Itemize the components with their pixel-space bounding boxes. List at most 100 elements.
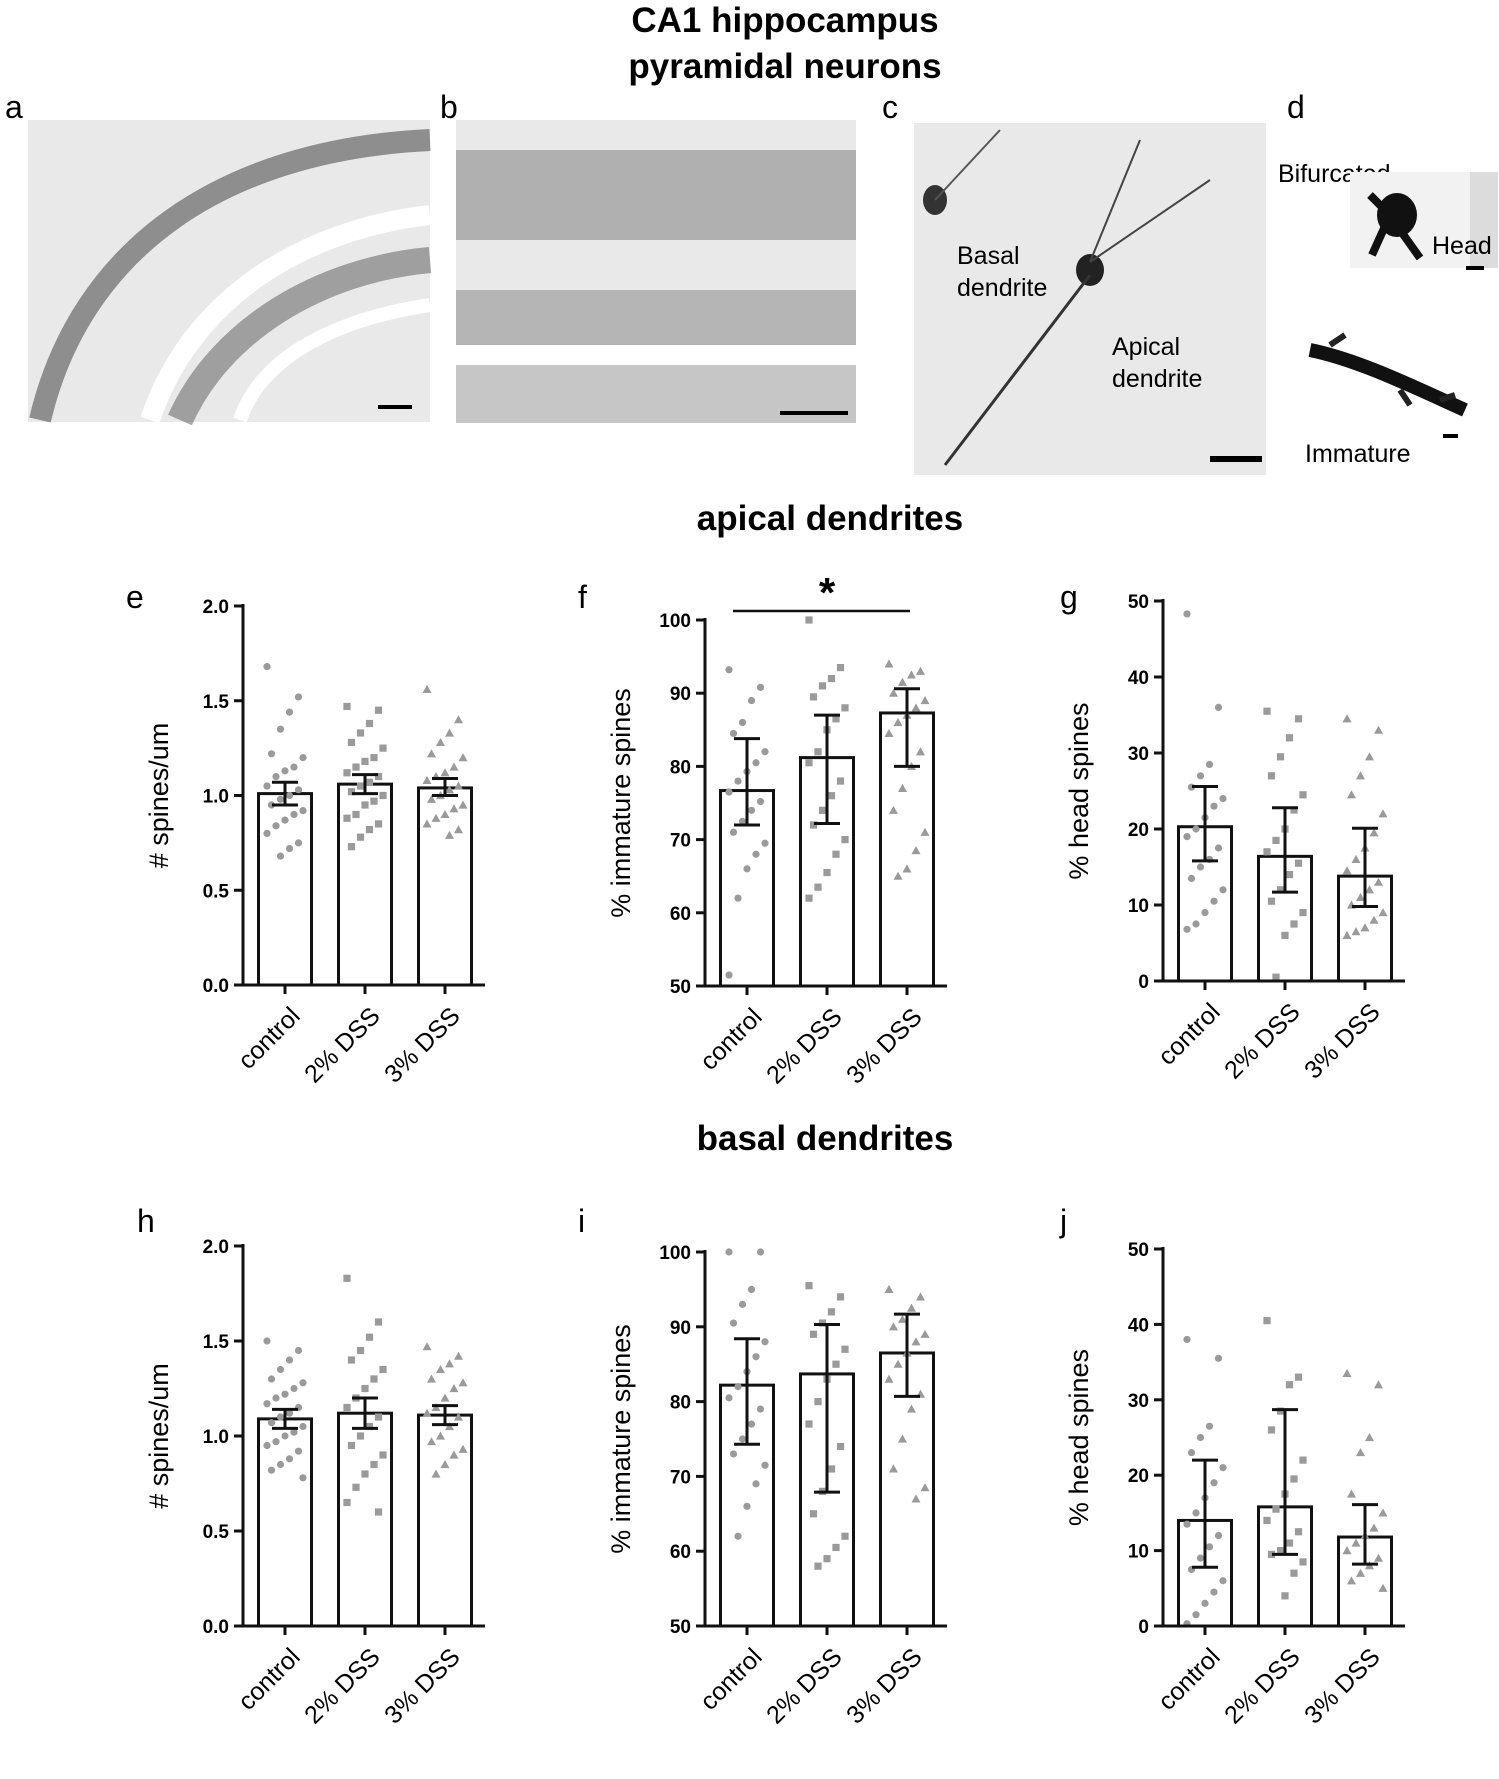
data-point <box>294 839 303 847</box>
data-point <box>347 1441 356 1450</box>
data-point <box>1276 1547 1285 1555</box>
data-point <box>365 826 374 834</box>
y-tick-label-j: 50 <box>1128 1240 1149 1261</box>
data-point <box>884 659 894 668</box>
data-point <box>884 1374 894 1383</box>
data-point <box>294 1447 303 1455</box>
data-point <box>827 674 836 683</box>
data-point <box>907 670 916 679</box>
data-point <box>365 778 374 786</box>
data-point <box>1299 791 1307 799</box>
data-point <box>449 1450 459 1459</box>
data-point <box>747 1420 756 1428</box>
points-e-2 <box>422 684 468 839</box>
panel-letter-b: b <box>440 89 458 125</box>
data-point <box>747 696 756 705</box>
data-point <box>294 1346 303 1355</box>
y-tick-label-h: 2.0 <box>203 1237 229 1258</box>
data-point <box>1267 1550 1276 1558</box>
data-point <box>281 767 289 775</box>
bar-h-0 <box>257 1417 313 1628</box>
data-point <box>1290 1475 1298 1483</box>
data-point <box>1210 1479 1218 1487</box>
x-tick-label-h: 3% DSS <box>379 1643 466 1730</box>
points-i-0 <box>725 1248 769 1540</box>
data-point <box>299 1379 307 1387</box>
figure-title-line1: CA1 hippocampus <box>631 1 938 40</box>
y-tick-label-i: 80 <box>670 1393 691 1414</box>
data-point <box>729 1319 738 1327</box>
scale-bar-a <box>378 405 412 409</box>
data-point <box>379 1365 387 1374</box>
data-point <box>370 1375 378 1383</box>
data-point <box>734 1383 742 1391</box>
data-point <box>272 822 280 830</box>
data-point <box>263 1400 271 1408</box>
data-point <box>1192 1509 1200 1517</box>
data-point <box>1356 892 1365 901</box>
data-point <box>1294 1373 1303 1381</box>
data-point <box>1205 760 1214 769</box>
y-axis-label-j: % head spines <box>1064 1349 1094 1526</box>
data-point <box>1342 1546 1352 1555</box>
error-bar-i-1 <box>814 1323 840 1494</box>
data-point <box>374 1413 383 1421</box>
data-point <box>272 772 280 781</box>
data-point <box>294 693 303 701</box>
data-point <box>449 804 459 813</box>
bar-j-0 <box>1177 1518 1233 1628</box>
panel-letter-f: f <box>578 579 587 615</box>
y-tick-label-f: 80 <box>670 757 691 778</box>
data-point <box>809 1510 818 1518</box>
data-point <box>454 715 463 724</box>
data-point <box>1347 1489 1356 1498</box>
data-point <box>276 1413 285 1421</box>
data-point <box>285 844 294 853</box>
label-basal-dendrite: dendrite <box>957 274 1047 302</box>
data-point <box>422 1342 432 1351</box>
data-point <box>356 1346 365 1355</box>
data-point <box>1263 707 1271 715</box>
data-point <box>756 797 765 806</box>
data-point <box>841 836 849 844</box>
data-point <box>285 708 294 716</box>
data-point <box>370 1460 378 1469</box>
data-point <box>445 728 454 737</box>
data-point <box>285 1409 294 1417</box>
data-point <box>1183 1520 1191 1528</box>
data-point <box>1205 1422 1214 1430</box>
data-point <box>1214 703 1223 712</box>
data-point <box>836 1293 845 1301</box>
data-point <box>1294 859 1303 867</box>
data-point <box>1347 1576 1356 1585</box>
data-point <box>738 718 747 727</box>
data-point <box>756 1405 765 1413</box>
data-point <box>752 1353 760 1361</box>
data-point <box>431 1469 441 1478</box>
data-point <box>272 1394 280 1402</box>
data-point <box>343 1274 351 1282</box>
data-point <box>889 805 898 814</box>
data-point <box>1360 923 1370 932</box>
data-point <box>836 663 845 672</box>
data-point <box>809 1330 818 1338</box>
y-tick-label-g: 0 <box>1138 972 1149 993</box>
bar-i-1 <box>799 1372 855 1628</box>
data-point <box>370 754 378 762</box>
data-point <box>832 1360 840 1368</box>
points-g-2 <box>1342 714 1388 939</box>
data-point <box>898 783 907 792</box>
data-point <box>893 1359 903 1368</box>
data-point <box>836 1442 845 1451</box>
y-tick-label-f: 50 <box>670 977 691 998</box>
data-point <box>1187 1448 1196 1457</box>
data-point <box>725 1394 733 1402</box>
data-point <box>356 782 365 790</box>
error-bar-i-0 <box>734 1337 760 1446</box>
data-point <box>1276 753 1285 761</box>
y-tick-label-i: 100 <box>659 1243 691 1264</box>
data-point <box>752 759 760 767</box>
data-point <box>1374 877 1383 886</box>
